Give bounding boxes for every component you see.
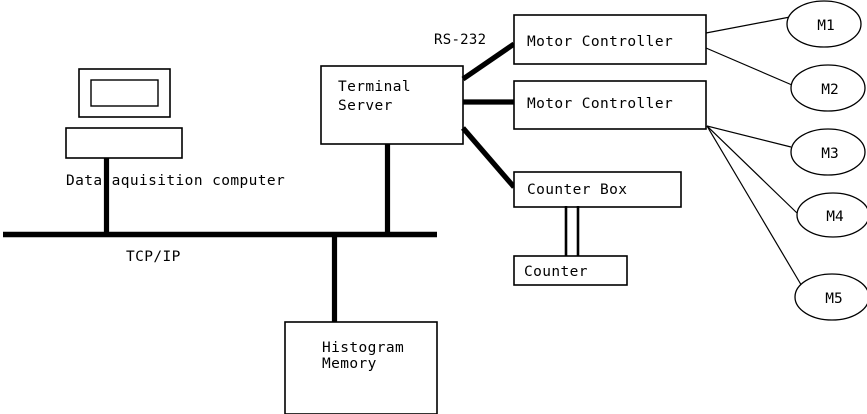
counter-links-group xyxy=(564,206,580,258)
motor-node-m1[interactable]: M1 xyxy=(786,0,862,48)
terminal-server-label-line1: Terminal xyxy=(338,79,411,95)
link-motor-controller-2-to-m4 xyxy=(706,125,798,214)
motor-controller-1-label: Motor Controller xyxy=(527,34,673,50)
motor-m5-ellipse[interactable] xyxy=(794,273,867,321)
link-motor-controller-1-to-m1 xyxy=(705,16,791,34)
motor-node-m3[interactable]: M3 xyxy=(790,128,866,176)
motor-controller-2-label: Motor Controller xyxy=(527,96,673,112)
motor-m3-label: M3 xyxy=(821,146,838,162)
tcpip-bus-group: TCP/IP xyxy=(3,144,437,323)
motor-node-m4[interactable]: M4 xyxy=(796,192,867,238)
computer-base[interactable] xyxy=(65,127,183,159)
motor-m1-ellipse[interactable] xyxy=(786,0,862,48)
motor-controller-1-group[interactable]: Motor Controller xyxy=(513,14,707,65)
counter-box-rect[interactable] xyxy=(513,171,682,208)
motors-group[interactable]: M1 M2 M3 M4 M5 xyxy=(786,0,867,321)
link-motor-controller-2-to-m3 xyxy=(706,125,792,148)
motor-m3-ellipse[interactable] xyxy=(790,128,866,176)
motor-node-m5[interactable]: M5 xyxy=(794,273,867,321)
motor-controller-1-box[interactable] xyxy=(513,14,707,65)
motor-m5-label: M5 xyxy=(825,291,842,307)
histogram-memory-label-line1: Histogram xyxy=(322,340,404,356)
link-motor-controller-1-to-m2 xyxy=(705,47,793,86)
counter-box-group[interactable]: Counter Box xyxy=(513,171,682,208)
motor-m1-label: M1 xyxy=(817,18,834,34)
monitor-screen xyxy=(90,79,159,107)
link-terminal-server-to-motor-controller-1 xyxy=(461,41,516,82)
motor-node-m2[interactable]: M2 xyxy=(790,64,866,112)
counter-rect[interactable] xyxy=(513,255,628,286)
motor-m4-label: M4 xyxy=(826,209,844,225)
link-motor-controller-2-to-m5 xyxy=(706,125,804,289)
terminal-server-label-line2: Server xyxy=(338,98,393,114)
histogram-memory-group[interactable]: Histogram Memory xyxy=(284,321,438,414)
counter-label: Counter xyxy=(524,264,588,280)
data-acquisition-computer-group[interactable]: Data aquisition computer xyxy=(65,68,285,189)
motor-m2-ellipse[interactable] xyxy=(790,64,866,112)
tcpip-bus-label: TCP/IP xyxy=(126,249,181,265)
rs232-links-group: RS-232 xyxy=(434,32,516,189)
motor-links-group xyxy=(705,16,804,289)
link-terminal-server-to-counter-box xyxy=(461,126,516,189)
motor-m2-label: M2 xyxy=(821,82,838,98)
rs232-label: RS-232 xyxy=(434,32,486,48)
motor-controller-2-box[interactable] xyxy=(513,80,707,130)
histogram-memory-box[interactable] xyxy=(284,321,438,414)
motor-controller-2-group[interactable]: Motor Controller xyxy=(513,80,707,130)
counter-box-label: Counter Box xyxy=(527,182,627,198)
histogram-memory-label-line2: Memory xyxy=(322,356,377,372)
terminal-server-group[interactable]: Terminal Server xyxy=(320,65,464,145)
counter-group[interactable]: Counter xyxy=(513,255,628,286)
terminal-server-box[interactable] xyxy=(320,65,464,145)
computer-caption: Data aquisition computer xyxy=(66,173,285,189)
motor-m4-ellipse[interactable] xyxy=(796,192,867,238)
